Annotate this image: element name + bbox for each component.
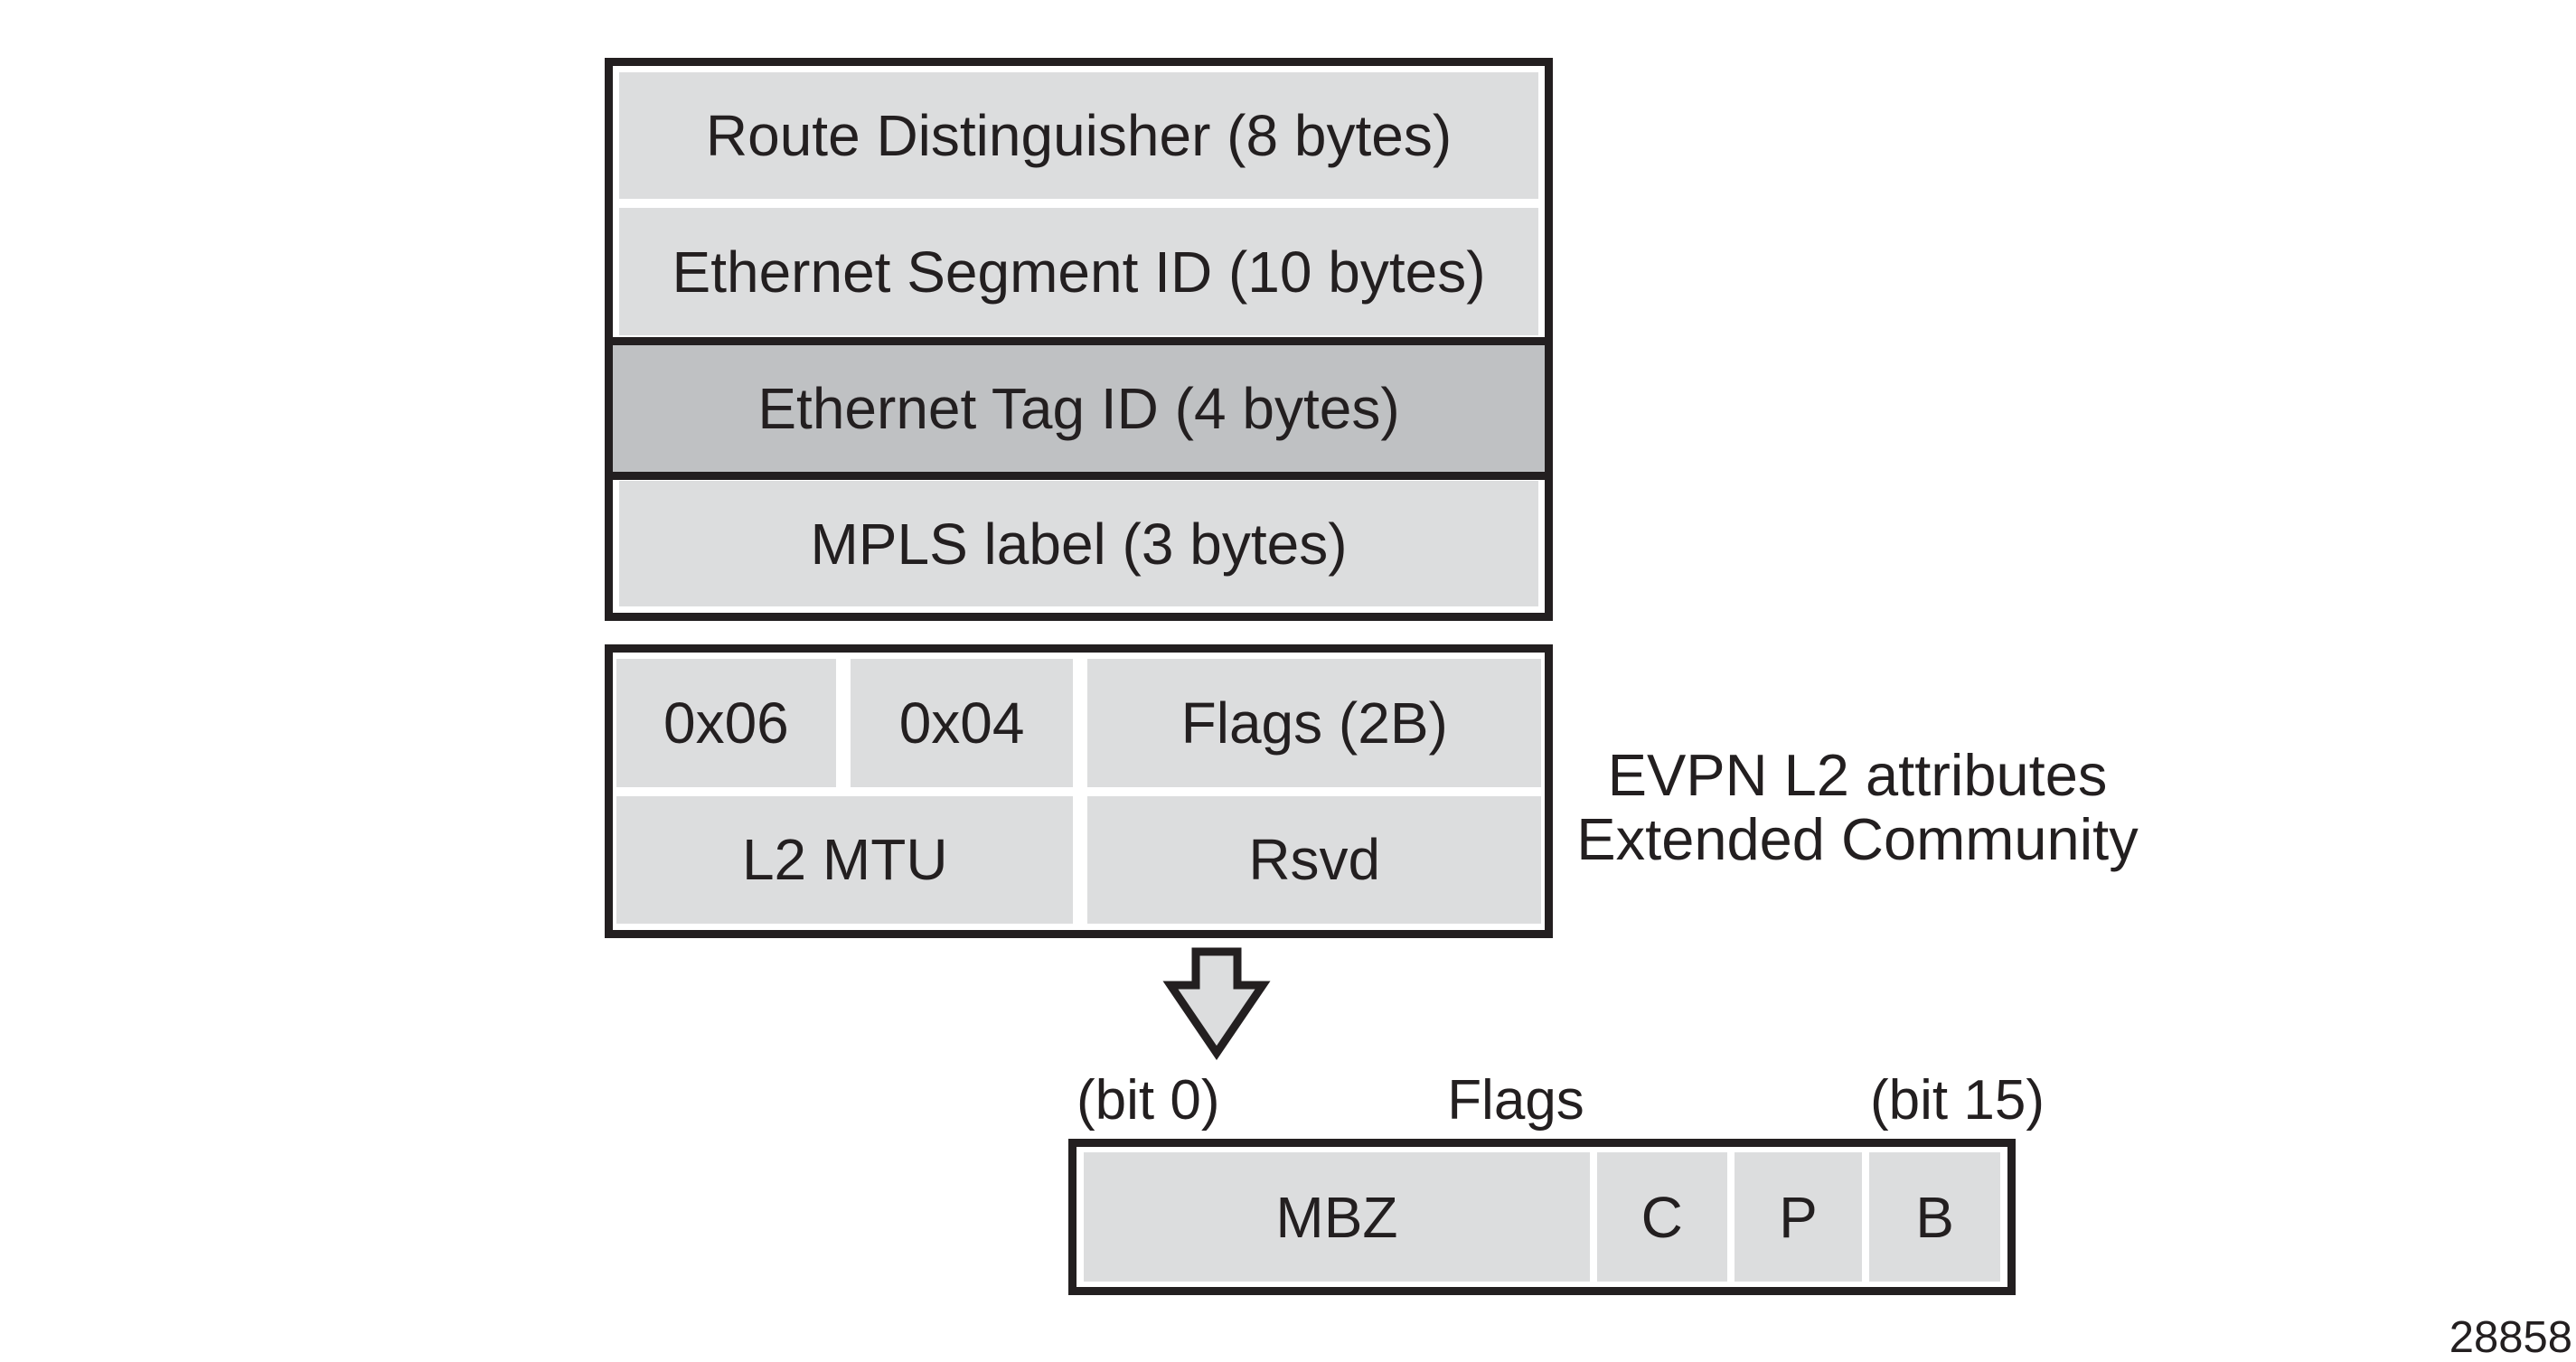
field-ethernet-tag-id-highlighted: Ethernet Tag ID (4 bytes): [605, 337, 1553, 480]
field-route-distinguisher: Route Distinguisher (8 bytes): [619, 72, 1538, 199]
cell-l2-mtu: L2 MTU: [616, 795, 1074, 924]
down-arrow-icon: [1162, 947, 1271, 1061]
flags-bit-labels: Flags (bit 0) (bit 15): [1068, 1065, 2045, 1137]
cell-mbz: MBZ: [1084, 1152, 1590, 1282]
cell-c-flag: C: [1596, 1152, 1727, 1282]
cell-type-0x06: 0x06: [616, 659, 836, 787]
cell-p-flag: P: [1734, 1152, 1863, 1282]
cell-subtype-0x04: 0x04: [850, 659, 1074, 787]
route-type-box: Route Distinguisher (8 bytes) Ethernet S…: [605, 58, 1553, 621]
field-mpls-label: MPLS label (3 bytes): [619, 481, 1538, 606]
extended-community-caption: EVPN L2 attributes Extended Community: [1568, 743, 2147, 871]
extended-community-caption-line2: Extended Community: [1576, 806, 2139, 872]
extended-community-caption-line1: EVPN L2 attributes: [1607, 742, 2108, 808]
cell-b-flag: B: [1869, 1152, 2000, 1282]
flags-title: Flags: [1447, 1069, 1584, 1132]
figure-number: 28858: [2449, 1313, 2572, 1362]
extended-community-box: 0x06 0x04 Flags (2B) L2 MTU Rsvd: [605, 644, 1553, 938]
flags-detail-box: MBZ C P B: [1068, 1139, 2016, 1295]
bit0-label: (bit 0): [1076, 1069, 1220, 1132]
field-ethernet-segment-id: Ethernet Segment ID (10 bytes): [619, 208, 1538, 335]
bit15-label: (bit 15): [1870, 1069, 2045, 1132]
cell-flags-2b: Flags (2B): [1087, 659, 1541, 787]
cell-rsvd: Rsvd: [1087, 795, 1541, 924]
